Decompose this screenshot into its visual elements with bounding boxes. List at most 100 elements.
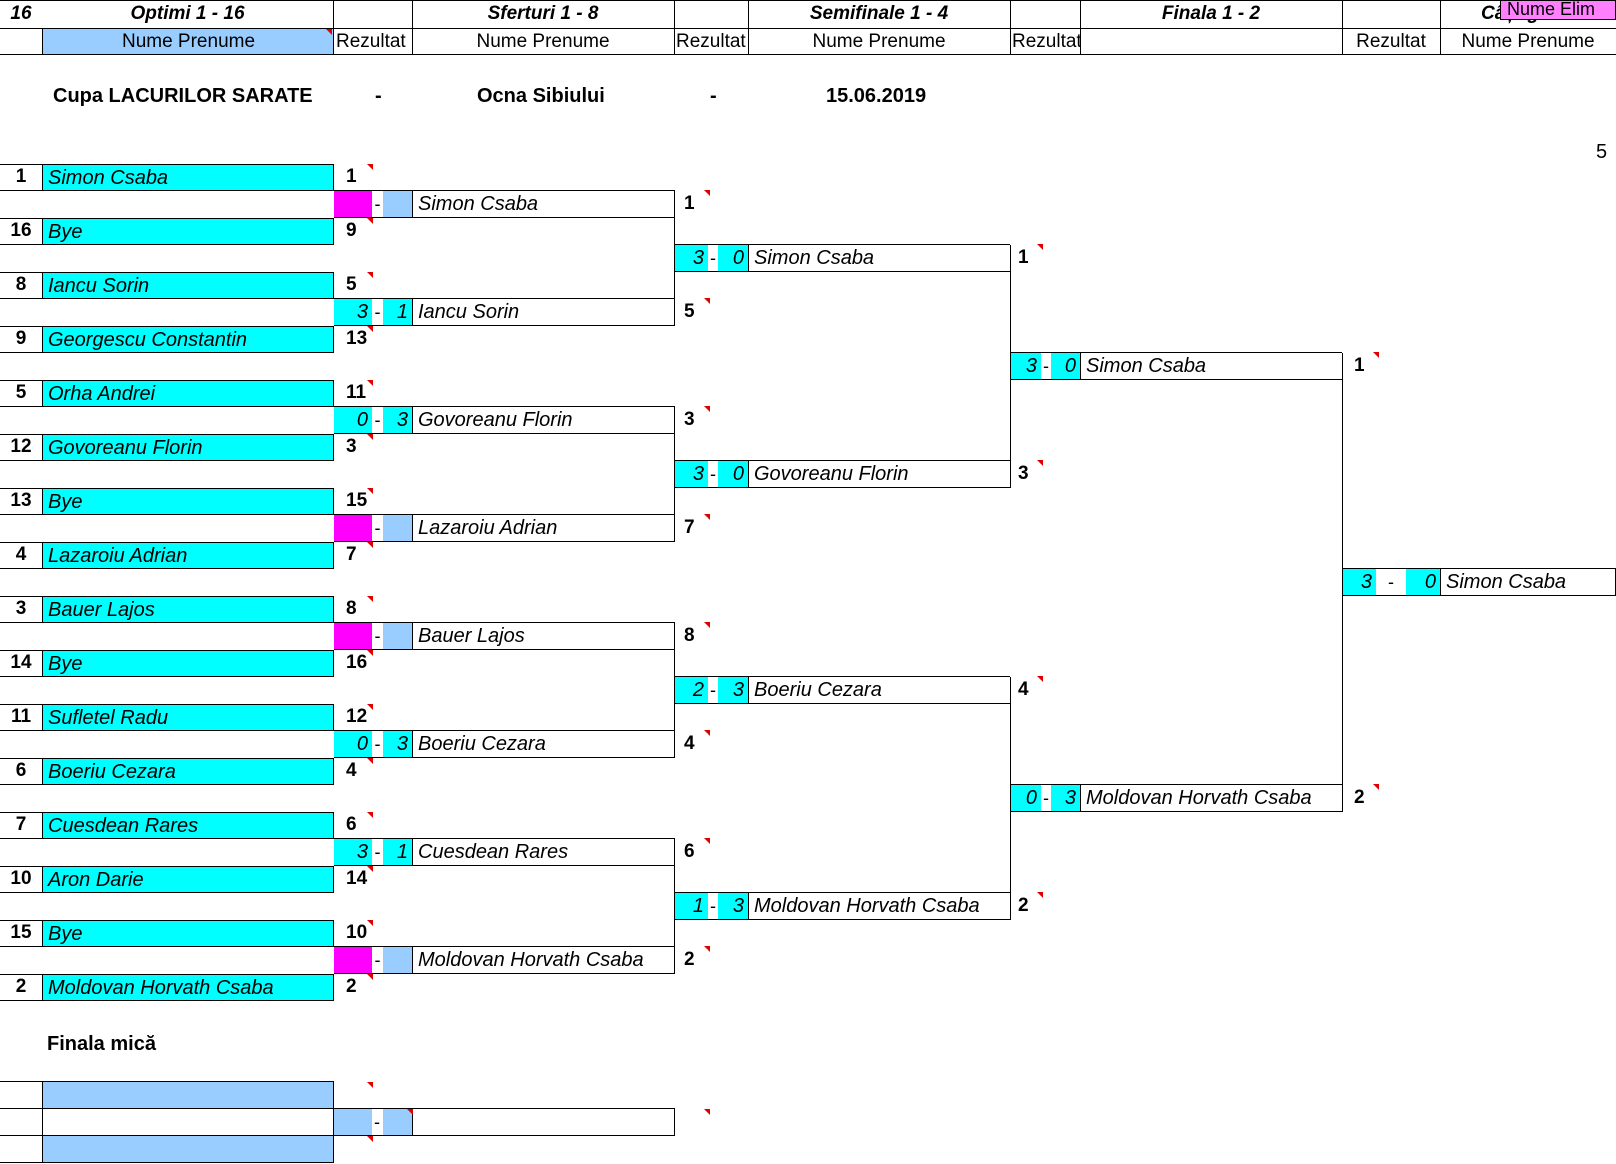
- player-name-r8[interactable]: Simon Csaba: [418, 193, 539, 215]
- result-r16: 11: [346, 382, 367, 403]
- empty-score[interactable]: [383, 623, 412, 649]
- comment-marker: [367, 596, 373, 602]
- empty-score[interactable]: [383, 947, 412, 973]
- player-name-r4[interactable]: Boeriu Cezara: [754, 679, 882, 701]
- score-1-r8[interactable]: 0: [334, 407, 372, 433]
- player-name-final[interactable]: Simon Csaba: [1086, 355, 1207, 377]
- score-dash: -: [374, 410, 381, 430]
- comment-marker: [367, 758, 373, 764]
- score-2-r8[interactable]: 1: [383, 839, 412, 865]
- score-2-final[interactable]: 3: [1051, 785, 1080, 811]
- comment-marker: [367, 272, 373, 278]
- grid-line: [334, 325, 674, 326]
- score-1-r8[interactable]: 0: [334, 731, 372, 757]
- winner-name[interactable]: Simon Csaba: [1446, 571, 1567, 593]
- player-name-r16[interactable]: Simon Csaba: [43, 165, 333, 190]
- score-2-r8[interactable]: 3: [383, 407, 412, 433]
- score-1-final[interactable]: 3: [1011, 353, 1041, 379]
- bye-score-marker[interactable]: [334, 947, 372, 973]
- player-name-r16[interactable]: Bye: [43, 489, 333, 514]
- player-name-r4[interactable]: Govoreanu Florin: [754, 463, 909, 485]
- score-1-r4[interactable]: 3: [675, 461, 708, 487]
- player-name-r16[interactable]: Moldovan Horvath Csaba: [43, 975, 333, 1000]
- player-name-r16[interactable]: Boeriu Cezara: [43, 759, 333, 784]
- player-name-r16[interactable]: Georgescu Constantin: [43, 327, 333, 352]
- player-name-r16[interactable]: Aron Darie: [43, 867, 333, 892]
- header-count: 16: [10, 3, 32, 24]
- score-1-r4[interactable]: 2: [675, 677, 708, 703]
- player-name-r16[interactable]: Sufletel Radu: [43, 705, 333, 730]
- empty-score[interactable]: [383, 515, 412, 541]
- score-dash: -: [374, 842, 381, 862]
- score-2-r4[interactable]: 0: [718, 245, 748, 271]
- comment-marker: [367, 704, 373, 710]
- player-name-r16[interactable]: Lazaroiu Adrian: [43, 543, 333, 568]
- grid-line: [334, 514, 674, 515]
- score-dash: -: [710, 248, 716, 268]
- score-1-r8[interactable]: 3: [334, 299, 372, 325]
- player-name-r16[interactable]: Iancu Sorin: [43, 273, 333, 298]
- grid-line: [0, 352, 334, 353]
- player-name-r16[interactable]: Bye: [43, 651, 333, 676]
- small-final-player-2[interactable]: [43, 1136, 333, 1162]
- grid-line: [0, 838, 334, 839]
- player-name-r8[interactable]: Lazaroiu Adrian: [418, 517, 558, 539]
- bye-score-marker[interactable]: [334, 515, 372, 541]
- player-name-r8[interactable]: Cuesdean Rares: [418, 841, 569, 863]
- grid-line: [0, 542, 334, 543]
- player-name-r4[interactable]: Moldovan Horvath Csaba: [754, 895, 980, 917]
- result-r8: 4: [684, 733, 695, 754]
- seed-number: 10: [10, 868, 32, 889]
- bye-score-marker[interactable]: [334, 623, 372, 649]
- score-2-r8[interactable]: 3: [383, 731, 412, 757]
- player-name-r16[interactable]: Bye: [43, 921, 333, 946]
- player-name-r8[interactable]: Moldovan Horvath Csaba: [418, 949, 644, 971]
- comment-marker: [367, 164, 373, 170]
- player-name-r16[interactable]: Bauer Lajos: [43, 597, 333, 622]
- grid-line: [42, 164, 43, 191]
- grid-line: [334, 649, 674, 650]
- score-1-winner[interactable]: 3: [1343, 569, 1376, 595]
- small-final-score-1[interactable]: [334, 1109, 372, 1135]
- header-name-col[interactable]: Nume Prenume: [43, 29, 334, 54]
- player-name-r8[interactable]: Iancu Sorin: [418, 301, 520, 323]
- grid-line: [0, 460, 334, 461]
- result-r16: 4: [346, 760, 357, 781]
- comment-marker: [1373, 784, 1379, 790]
- score-2-r4[interactable]: 0: [718, 461, 748, 487]
- grid-line: [334, 973, 674, 974]
- player-name-r4[interactable]: Simon Csaba: [754, 247, 875, 269]
- score-2-r4[interactable]: 3: [718, 893, 748, 919]
- player-name-r16[interactable]: Cuesdean Rares: [43, 813, 333, 838]
- grid-line: [0, 190, 334, 191]
- title-sep-2: -: [710, 85, 717, 107]
- player-name-final[interactable]: Moldovan Horvath Csaba: [1086, 787, 1312, 809]
- grid-line: [0, 164, 334, 165]
- bye-score-marker[interactable]: [334, 191, 372, 217]
- score-2-winner[interactable]: 0: [1406, 569, 1440, 595]
- score-2-final[interactable]: 0: [1051, 353, 1080, 379]
- score-1-r4[interactable]: 3: [675, 245, 708, 271]
- score-2-r4[interactable]: 3: [718, 677, 748, 703]
- result-r16: 7: [346, 544, 357, 565]
- player-name-r8[interactable]: Boeriu Cezara: [418, 733, 546, 755]
- player-name-r16[interactable]: Govoreanu Florin: [43, 435, 333, 460]
- comment-popup[interactable]: Nume Elim: [1500, 0, 1616, 20]
- score-1-r4[interactable]: 1: [675, 893, 708, 919]
- score-1-final[interactable]: 0: [1011, 785, 1041, 811]
- score-2-r8[interactable]: 1: [383, 299, 412, 325]
- grid-line: [0, 1000, 334, 1001]
- grid-line: [334, 757, 674, 758]
- score-1-r8[interactable]: 3: [334, 839, 372, 865]
- player-name-r16[interactable]: Bye: [43, 219, 333, 244]
- player-name-r8[interactable]: Govoreanu Florin: [418, 409, 573, 431]
- result-r16: 3: [346, 436, 357, 457]
- cup-title: Cupa LACURILOR SARATE: [53, 85, 313, 107]
- player-name-r16[interactable]: Orha Andrei: [43, 381, 333, 406]
- empty-score[interactable]: [383, 191, 412, 217]
- comment-marker: [1037, 244, 1043, 250]
- small-final-player-1[interactable]: [43, 1082, 333, 1108]
- player-name-r8[interactable]: Bauer Lajos: [418, 625, 525, 647]
- result-r16: 12: [346, 706, 368, 727]
- comment-marker: [704, 838, 710, 844]
